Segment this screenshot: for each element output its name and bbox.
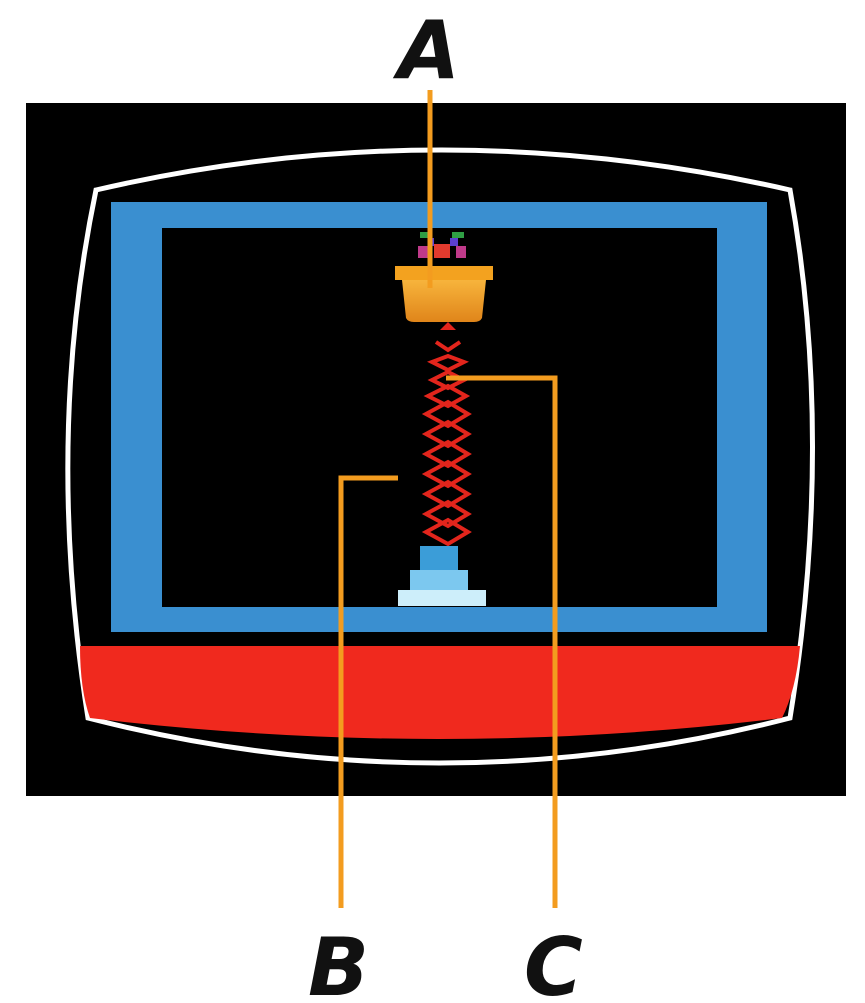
callout-label-a: A [392, 4, 460, 97]
pedestal [398, 546, 486, 606]
bucket-sprite [395, 266, 493, 322]
callout-label-c: C [524, 921, 583, 1003]
callout-label-b: B [308, 921, 369, 1003]
callout-line-c [446, 375, 558, 908]
ground-strip [80, 646, 800, 739]
callout-lines [338, 90, 558, 908]
callout-line-b [338, 475, 398, 908]
